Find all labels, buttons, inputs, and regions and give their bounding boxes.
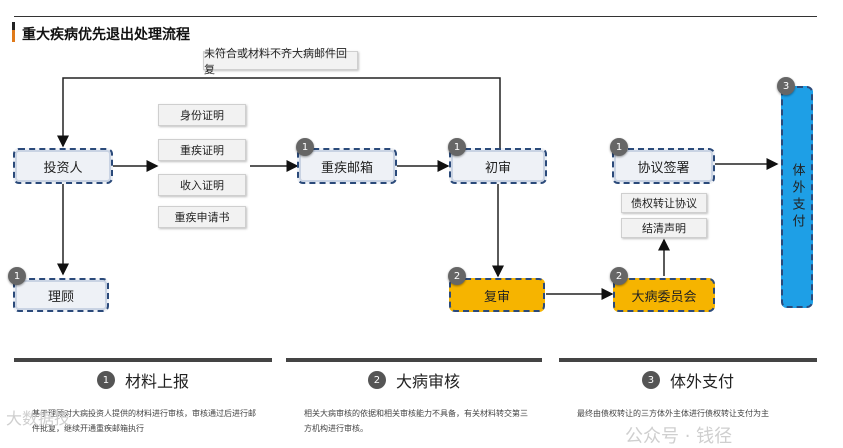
document-income: 收入证明	[158, 174, 246, 196]
panel-number: 1	[96, 371, 115, 389]
title-accent-bar-dark	[12, 22, 15, 30]
second-review-node: 复审	[449, 278, 545, 312]
document-application: 重疾申请书	[158, 206, 246, 228]
document-settlement: 结清声明	[621, 218, 707, 238]
committee-step-badge: 2	[610, 267, 628, 285]
panel-illness-review: 2 大病审核 相关大病审核的依据和相关审核能力不具备，有关材料转交第三方机构进行…	[286, 358, 542, 438]
mailbox-step-badge: 1	[296, 138, 314, 156]
panel-body: 最终由债权转让的三方体外主体进行债权转让支付为主	[577, 409, 769, 418]
watermark-left: 大数据技	[6, 409, 71, 428]
document-debt-transfer: 债权转让协议	[621, 193, 707, 213]
first-review-node: 初审	[449, 148, 547, 184]
second-review-step-badge: 2	[448, 267, 466, 285]
watermark-right: 公众号 · 钱径	[625, 426, 733, 447]
panel-external-payment: 3 体外支付 最终由债权转让的三方体外主体进行债权转让支付为主	[559, 358, 817, 438]
panel-body: 相关大病审核的依据和相关审核能力不具备，有关材料转交第三方机构进行审核。	[304, 409, 528, 433]
document-illness: 重疾证明	[158, 139, 246, 161]
mailbox-node: 重疾邮箱	[297, 148, 397, 184]
first-review-step-badge: 1	[448, 138, 466, 156]
payment-step-badge: 3	[777, 77, 795, 95]
agreement-step-badge: 1	[610, 138, 628, 156]
panel-number: 3	[641, 371, 660, 389]
panel-title: 材料上报	[124, 372, 189, 391]
payment-node: 体外支付	[781, 86, 813, 308]
page-title: 重大疾病优先退出处理流程	[22, 27, 190, 43]
advisor-node: 理顾	[13, 278, 109, 312]
title-accent-bar	[12, 22, 15, 42]
top-rule	[14, 16, 817, 17]
document-identity: 身份证明	[158, 104, 246, 126]
investor-node: 投资人	[13, 148, 113, 184]
panel-number: 2	[367, 371, 386, 389]
feedback-label: 未符合或材料不齐大病邮件回复	[203, 47, 358, 76]
connector-lines	[57, 77, 779, 300]
agreement-node: 协议签署	[612, 148, 715, 184]
panel-title: 大病审核	[395, 372, 460, 391]
panel-body: 基于理顾对大病投资人提供的材料进行审核，审核通过后进行邮件批复，继续开通重疾邮箱…	[32, 409, 256, 433]
advisor-step-badge: 1	[8, 267, 26, 285]
panel-material-report: 1 材料上报 基于理顾对大病投资人提供的材料进行审核，审核通过后进行邮件批复，继…	[14, 358, 272, 438]
panel-title: 体外支付	[669, 372, 734, 391]
committee-node: 大病委员会	[613, 278, 715, 312]
feedback-loop-line	[57, 77, 501, 148]
